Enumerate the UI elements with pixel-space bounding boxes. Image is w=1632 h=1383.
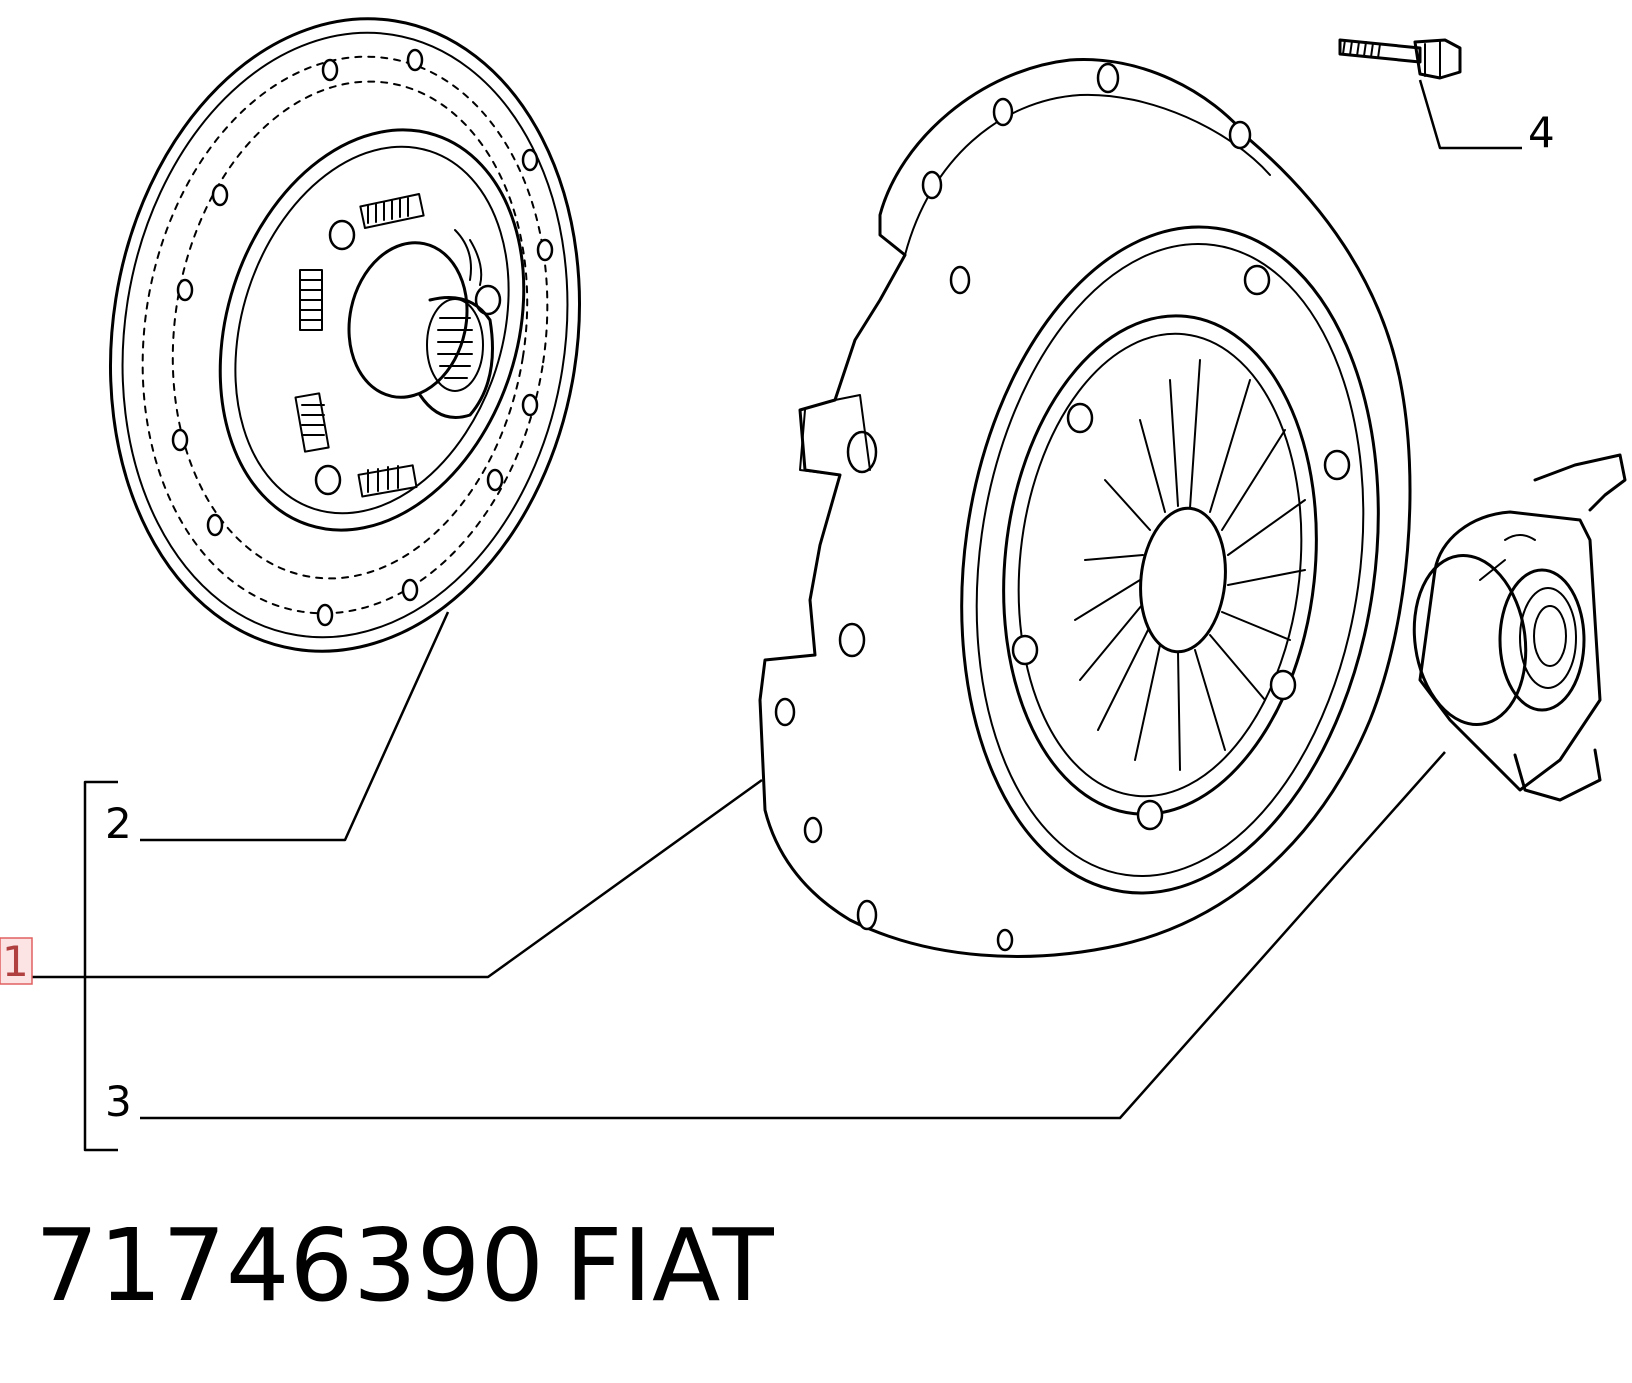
bolt	[1338, 38, 1462, 80]
callout-3: 3	[105, 1077, 132, 1126]
release-bearing	[1412, 453, 1627, 802]
brand-name: FIAT	[565, 1207, 775, 1324]
callout-1: 1	[2, 937, 29, 986]
diaphragm-spring-fingers	[1074, 359, 1306, 771]
callout-1-highlight	[0, 937, 33, 985]
clutch-disc	[109, 17, 581, 653]
callout-2: 2	[105, 799, 132, 848]
callout-4: 4	[1528, 108, 1555, 157]
disc-rivet-holes	[171, 48, 554, 627]
part-number: 71746390	[35, 1207, 544, 1324]
leader-lines	[32, 79, 1522, 1152]
damper-springs	[294, 193, 483, 498]
clutch-pressure-plate	[758, 58, 1412, 958]
